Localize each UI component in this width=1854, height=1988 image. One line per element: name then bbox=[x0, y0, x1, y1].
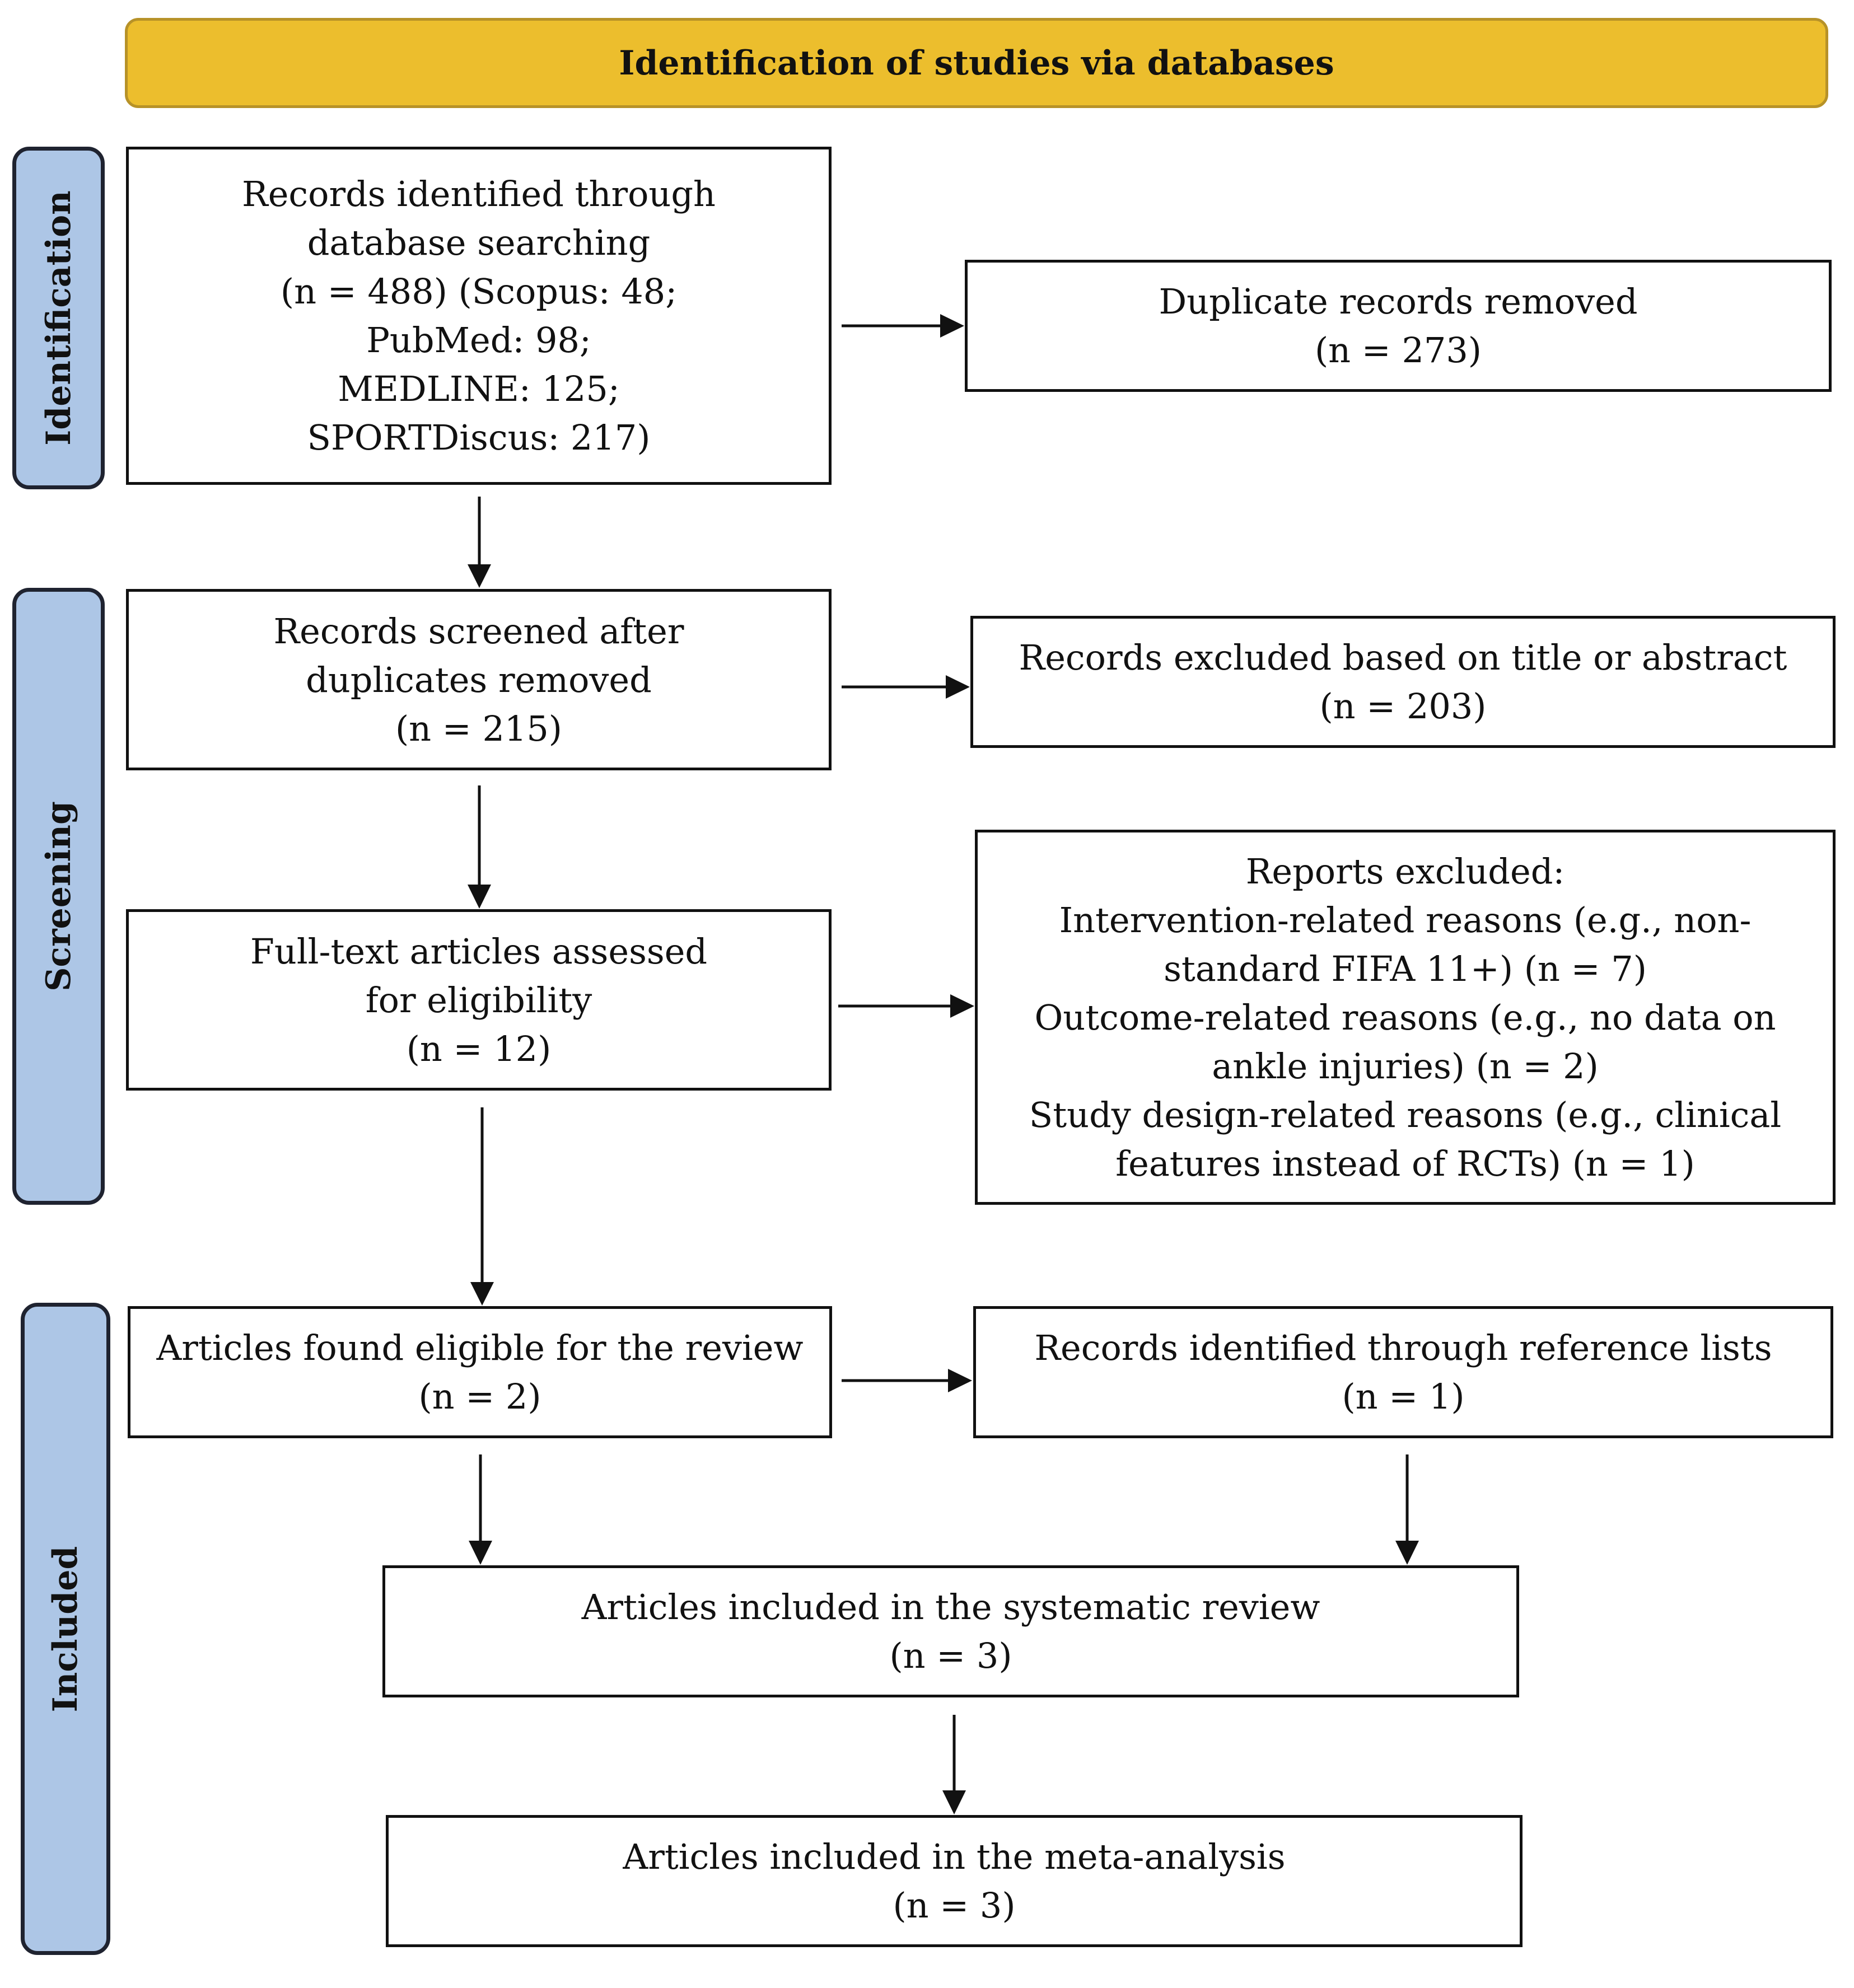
records-identified-line-2: (n = 488) (Scopus: 48; PubMed: 98; bbox=[280, 271, 678, 361]
records-excluded-line-2: (n = 203) bbox=[1319, 686, 1487, 727]
arrowhead-screened-to-fulltext bbox=[468, 885, 491, 909]
records-screened-box: Records screened after duplicates remove… bbox=[126, 589, 832, 770]
meta-analysis-line-2: (n = 3) bbox=[893, 1885, 1016, 1926]
reference-lists-line-1: Records identified through reference lis… bbox=[1034, 1327, 1772, 1368]
reports-excluded-box: Reports excluded: Intervention-related r… bbox=[975, 830, 1836, 1205]
flow-header: Identification of studies via databases bbox=[125, 18, 1828, 108]
fulltext-assessed-line-2: for eligibility bbox=[365, 979, 592, 1021]
arrowhead-screened-to-excluded bbox=[946, 675, 970, 699]
arrowhead-eligible-to-reference bbox=[948, 1369, 972, 1392]
records-screened-line-1: Records screened after duplicates remove… bbox=[273, 610, 684, 700]
arrowhead-systematic-to-meta bbox=[942, 1790, 966, 1814]
duplicates-removed-box: Duplicate records removed (n = 273) bbox=[965, 260, 1832, 392]
phase-included: Included bbox=[21, 1303, 110, 1955]
arrowhead-identified-to-duplicates bbox=[940, 314, 964, 338]
phase-screening: Screening bbox=[12, 588, 105, 1205]
meta-analysis-line-1: Articles included in the meta-analysis bbox=[623, 1836, 1286, 1877]
arrowhead-eligible-to-systematic bbox=[469, 1541, 492, 1565]
systematic-review-box: Articles included in the systematic revi… bbox=[382, 1565, 1519, 1697]
reports-excluded-line-3: standard FIFA 11+) (n = 7) bbox=[1164, 948, 1647, 989]
flow-header-title: Identification of studies via databases bbox=[619, 43, 1334, 83]
systematic-review-line-1: Articles included in the systematic revi… bbox=[581, 1587, 1320, 1627]
duplicates-removed-line-1: Duplicate records removed bbox=[1159, 281, 1638, 322]
arrowhead-identified-to-screened bbox=[468, 564, 491, 588]
reports-excluded-line-2: Intervention-related reasons (e.g., non- bbox=[1059, 899, 1752, 941]
reports-excluded-line-1: Reports excluded: bbox=[1245, 850, 1565, 892]
fulltext-assessed-line-3: (n = 12) bbox=[406, 1028, 552, 1069]
records-excluded-box: Records excluded based on title or abstr… bbox=[970, 616, 1836, 748]
reports-excluded-line-5: ankle injuries) (n = 2) bbox=[1212, 1045, 1599, 1087]
articles-eligible-box: Articles found eligible for the review (… bbox=[128, 1306, 832, 1438]
articles-eligible-line-1: Articles found eligible for the review bbox=[156, 1327, 804, 1368]
phase-identification: Identification bbox=[12, 147, 105, 489]
reports-excluded-line-6: Study design-related reasons (e.g., clin… bbox=[1029, 1094, 1782, 1135]
fulltext-assessed-line-1: Full-text articles assessed bbox=[250, 930, 708, 972]
reference-lists-box: Records identified through reference lis… bbox=[973, 1306, 1833, 1438]
reference-lists-line-2: (n = 1) bbox=[1342, 1376, 1465, 1417]
reports-excluded-line-7: features instead of RCTs) (n = 1) bbox=[1115, 1143, 1695, 1184]
arrowhead-fulltext-to-reports-excluded bbox=[950, 994, 974, 1018]
systematic-review-line-2: (n = 3) bbox=[889, 1635, 1012, 1676]
duplicates-removed-line-2: (n = 273) bbox=[1314, 330, 1482, 371]
reports-excluded-line-4: Outcome-related reasons (e.g., no data o… bbox=[1034, 997, 1776, 1038]
arrowhead-reference-to-systematic bbox=[1395, 1541, 1419, 1565]
arrowhead-fulltext-to-eligible bbox=[470, 1282, 494, 1306]
fulltext-assessed-box: Full-text articles assessed for eligibil… bbox=[126, 909, 832, 1091]
articles-eligible-line-2: (n = 2) bbox=[418, 1376, 541, 1417]
meta-analysis-box: Articles included in the meta-analysis (… bbox=[386, 1815, 1523, 1947]
records-identified-box: Records identified through database sear… bbox=[126, 147, 832, 485]
records-screened-line-2: (n = 215) bbox=[395, 708, 562, 749]
records-identified-line-3: MEDLINE: 125; SPORTDiscus: 217) bbox=[307, 368, 651, 458]
records-excluded-line-1: Records excluded based on title or abstr… bbox=[1019, 637, 1787, 678]
records-identified-line-1: Records identified through database sear… bbox=[242, 174, 716, 263]
